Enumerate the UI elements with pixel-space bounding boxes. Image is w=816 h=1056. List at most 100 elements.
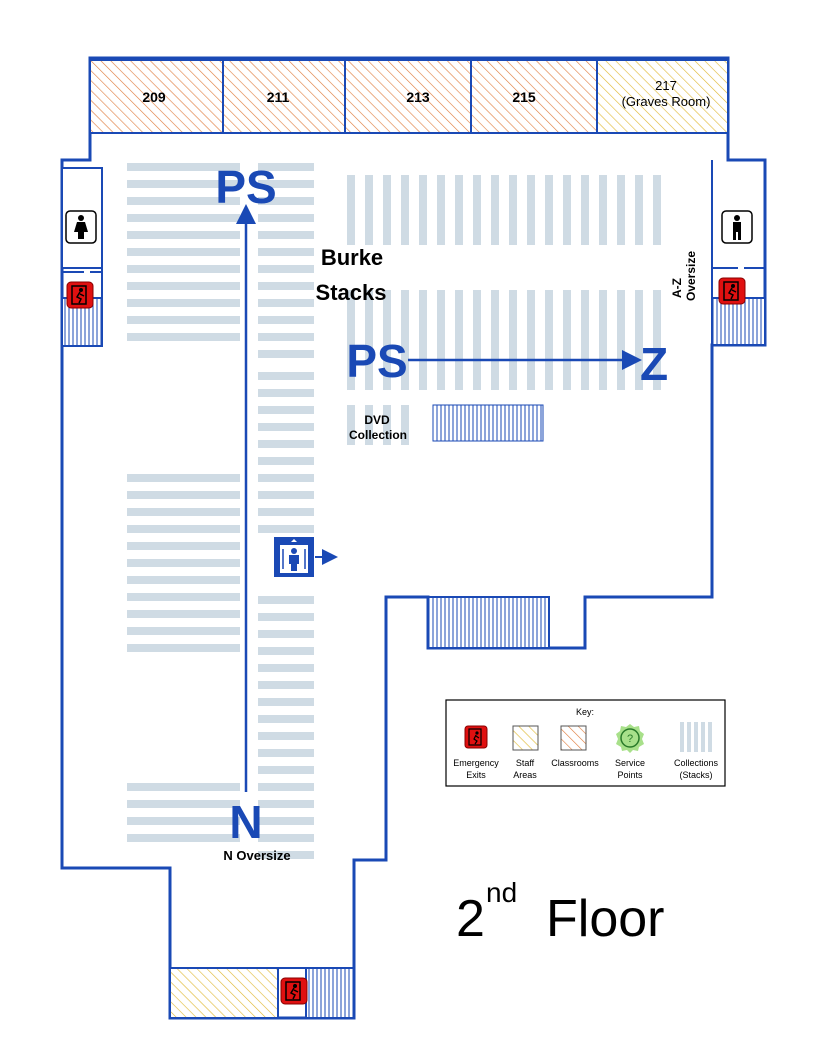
stacks-left-top bbox=[127, 163, 240, 341]
shelf bbox=[258, 231, 314, 239]
shelf bbox=[258, 698, 314, 706]
shelf bbox=[258, 800, 314, 808]
shelf bbox=[473, 175, 481, 245]
shelf bbox=[437, 290, 445, 390]
shelf bbox=[545, 290, 553, 390]
shelf bbox=[258, 214, 314, 222]
shelf bbox=[509, 175, 517, 245]
label-stacks: Stacks bbox=[316, 280, 387, 305]
shelf bbox=[258, 749, 314, 757]
key-stacks-line1: Collections bbox=[674, 758, 719, 768]
shelf bbox=[258, 282, 314, 290]
shelf bbox=[527, 175, 535, 245]
label-ps-top: PS bbox=[215, 161, 276, 213]
key-staff-line1: Staff bbox=[516, 758, 535, 768]
shelf bbox=[258, 630, 314, 638]
room-209[interactable] bbox=[89, 59, 224, 134]
key-classroom-line1: Classrooms bbox=[551, 758, 599, 768]
svg-text:?: ? bbox=[627, 733, 633, 745]
label-n-oversize: N Oversize bbox=[223, 848, 290, 863]
shelf bbox=[455, 290, 463, 390]
key-exit-line2: Exits bbox=[466, 770, 486, 780]
shelf bbox=[401, 290, 409, 390]
shelf bbox=[127, 783, 240, 791]
shelf bbox=[258, 372, 314, 380]
stacks-swatch bbox=[680, 722, 712, 752]
right-tower bbox=[711, 160, 766, 346]
room-215[interactable] bbox=[470, 59, 598, 134]
shelf bbox=[383, 405, 391, 445]
shelf bbox=[599, 290, 607, 390]
shelf bbox=[563, 290, 571, 390]
floor-title: 2 nd Floor bbox=[456, 877, 664, 948]
shelf bbox=[127, 491, 240, 499]
shelf bbox=[365, 175, 373, 245]
room-213[interactable] bbox=[344, 59, 472, 134]
key-stacks-line2: (Stacks) bbox=[679, 770, 712, 780]
shelf bbox=[258, 389, 314, 397]
floor-number: 2 bbox=[456, 890, 485, 948]
shelf bbox=[127, 542, 240, 550]
shelf bbox=[258, 647, 314, 655]
shelf bbox=[127, 231, 240, 239]
shelf bbox=[127, 214, 240, 222]
shelf bbox=[127, 333, 240, 341]
key-exit-line1: Emergency bbox=[453, 758, 499, 768]
shelf bbox=[258, 440, 314, 448]
emergency-exit-icon bbox=[280, 977, 308, 1005]
key-title: Key: bbox=[576, 707, 594, 717]
shelf bbox=[127, 180, 240, 188]
shelf bbox=[258, 350, 314, 358]
shelf bbox=[258, 732, 314, 740]
shelf bbox=[127, 265, 240, 273]
shelf bbox=[383, 290, 391, 390]
floor-word: Floor bbox=[546, 890, 664, 948]
room-209-label: 209 bbox=[142, 89, 166, 105]
shelf bbox=[258, 248, 314, 256]
room-217-label: 217 bbox=[655, 78, 677, 93]
elevator-icon[interactable] bbox=[274, 537, 314, 577]
shelf bbox=[258, 265, 314, 273]
shelf bbox=[127, 559, 240, 567]
map-key: Key: Emergency Exits Staff Areas Classro… bbox=[445, 699, 726, 787]
shelf bbox=[127, 299, 240, 307]
shelf bbox=[258, 715, 314, 723]
shelf bbox=[258, 783, 314, 791]
shelf bbox=[635, 175, 643, 245]
shelf bbox=[127, 834, 240, 842]
staff-area-swatch bbox=[512, 725, 539, 751]
shelf bbox=[127, 248, 240, 256]
room-217[interactable] bbox=[596, 59, 729, 134]
shelf bbox=[258, 613, 314, 621]
label-ps-mid: PS bbox=[346, 335, 407, 387]
shelf bbox=[365, 405, 373, 445]
men-restroom-icon bbox=[721, 210, 753, 244]
shelf bbox=[258, 596, 314, 604]
service-point-icon: ? bbox=[616, 724, 644, 753]
shelf bbox=[401, 405, 409, 445]
classroom-row: 209 211 213 215 217 (Graves Room) bbox=[89, 59, 729, 134]
label-dvd: DVD bbox=[364, 413, 390, 427]
shelf bbox=[127, 610, 240, 618]
shelf bbox=[347, 405, 355, 445]
shelf bbox=[127, 627, 240, 635]
stacks-center-column bbox=[258, 163, 314, 859]
shelf bbox=[258, 333, 314, 341]
shelf bbox=[437, 175, 445, 245]
key-staff-line2: Areas bbox=[513, 770, 537, 780]
shelf bbox=[365, 290, 373, 390]
shelf bbox=[127, 817, 240, 825]
emergency-exit-icon bbox=[718, 277, 746, 305]
shelf bbox=[653, 175, 661, 245]
shelf bbox=[127, 576, 240, 584]
shelf bbox=[419, 175, 427, 245]
shelf bbox=[127, 474, 240, 482]
shelf bbox=[258, 163, 314, 171]
shelf bbox=[455, 175, 463, 245]
shelf bbox=[258, 457, 314, 465]
label-n: N bbox=[229, 796, 262, 848]
shelf bbox=[419, 290, 427, 390]
shelf bbox=[258, 681, 314, 689]
stairs-center bbox=[427, 596, 550, 649]
